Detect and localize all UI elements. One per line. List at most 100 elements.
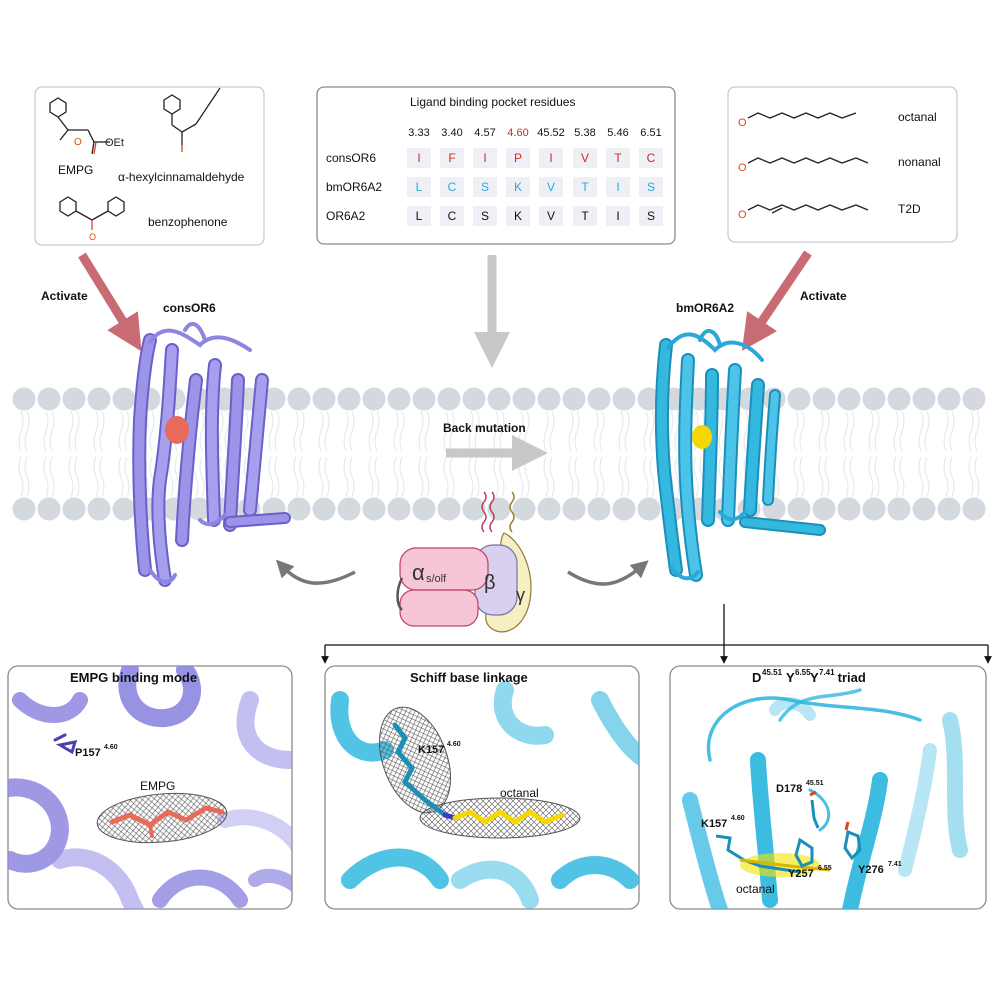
- lipid-tail: [793, 410, 799, 452]
- nonanal-oxygen-label: O: [738, 162, 747, 174]
- lipid-tail: [149, 410, 155, 452]
- pocket-residue-cell: [573, 177, 597, 197]
- pocket-residue-letter: L: [416, 209, 423, 223]
- lipid-tail: [899, 410, 905, 452]
- lipid-tail: [668, 410, 674, 452]
- activate-label-right: Activate: [800, 289, 847, 303]
- octanal-structure: [747, 112, 857, 119]
- panel3-title-rest: triad: [834, 670, 866, 685]
- octanal-oxygen-label: O: [738, 117, 747, 129]
- lipid-head-bottom: [787, 497, 811, 521]
- lipid-tail: [649, 456, 655, 498]
- lipid-tail: [299, 410, 305, 452]
- lipid-head-bottom: [612, 497, 636, 521]
- lipid-head-bottom: [12, 497, 36, 521]
- lipid-tail: [818, 456, 824, 498]
- panel3-title: D 45.51 Y 6.55 Y 7.41 triad: [752, 668, 866, 685]
- lipid-head-bottom: [312, 497, 336, 521]
- lipid-head-bottom: [62, 497, 86, 521]
- lipid-tail: [324, 410, 330, 452]
- lipid-head-top: [912, 387, 936, 411]
- lipid-head-top: [612, 387, 636, 411]
- pocket-residue-cell: [506, 177, 530, 197]
- lipid-tail: [224, 410, 230, 452]
- lipid-tail: [299, 456, 305, 498]
- lipid-head-bottom: [112, 497, 136, 521]
- lipid-tail: [943, 410, 949, 452]
- consor6-structure: [132, 321, 291, 587]
- lipid-tail: [743, 410, 749, 452]
- lipid-tail: [624, 410, 630, 452]
- pocket-residue-letter: S: [647, 209, 655, 223]
- lipid-tail: [643, 456, 649, 498]
- lipid-tail: [824, 410, 830, 452]
- compound-name-hexylcinnamaldehyde: α-hexylcinnamaldehyde: [118, 170, 245, 184]
- lipid-head-top: [512, 387, 536, 411]
- pocket-residue-cell: [539, 148, 563, 168]
- pocket-residue-cell: [506, 148, 530, 168]
- lipid-tail: [349, 456, 355, 498]
- lipid-tail: [424, 410, 430, 452]
- lipid-tail: [418, 456, 424, 498]
- lipid-tail: [399, 456, 405, 498]
- lipid-tail: [693, 456, 699, 498]
- lipid-tail: [493, 410, 499, 452]
- lipid-tail: [624, 456, 630, 498]
- lipid-head-bottom: [512, 497, 536, 521]
- pocket-residue-cell: [440, 177, 464, 197]
- pocket-residue-cell: [440, 206, 464, 226]
- curved-arrow-left: [275, 559, 356, 585]
- lipid-tail: [393, 410, 399, 452]
- lipid-tail: [799, 410, 805, 452]
- lipid-head-top: [87, 387, 111, 411]
- lipid-tail: [949, 456, 955, 498]
- lipid-head-bottom: [37, 497, 61, 521]
- pocket-residue-letter: K: [514, 180, 522, 194]
- panel1-residue-label: P157: [75, 747, 101, 759]
- lipid-tail: [449, 410, 455, 452]
- lipid-head-bottom: [637, 497, 661, 521]
- pocket-residue-letter: C: [448, 209, 457, 223]
- lipid-head-top: [487, 387, 511, 411]
- panel1-title: EMPG binding mode: [70, 670, 197, 685]
- lipid-head-bottom: [537, 497, 561, 521]
- panel3-label-y257: Y257: [788, 868, 814, 880]
- lipid-head-bottom: [562, 497, 586, 521]
- pocket-residue-cell: [407, 206, 431, 226]
- panel2-ligand-label: octanal: [500, 786, 539, 800]
- pocket-position-label: 3.40: [441, 127, 462, 139]
- panel-bracket: [321, 604, 992, 664]
- lipid-head-top: [387, 387, 411, 411]
- lipid-tail: [118, 456, 124, 498]
- pocket-residue-cell: [539, 206, 563, 226]
- lipid-tail: [799, 456, 805, 498]
- lipid-tail: [293, 410, 299, 452]
- lipid-head-bottom: [812, 497, 836, 521]
- lipid-head-top: [262, 387, 286, 411]
- lipid-tail: [843, 456, 849, 498]
- pocket-residue-cell: [606, 148, 630, 168]
- lipid-tail: [349, 410, 355, 452]
- panel1-ligand-label: EMPG: [140, 779, 175, 793]
- lipid-tail: [599, 456, 605, 498]
- compound-name-benzophenone: benzophenone: [148, 215, 228, 229]
- lipid-head-bottom: [962, 497, 986, 521]
- lipid-tail: [893, 410, 899, 452]
- lipid-tail: [574, 456, 580, 498]
- panel-dyy-triad: [669, 665, 987, 910]
- lipid-tail: [924, 456, 930, 498]
- hexylcinnamaldehyde-structure: [163, 87, 221, 152]
- g-alpha-subscript: s/olf: [426, 573, 447, 585]
- lipid-tail: [849, 456, 855, 498]
- pocket-residue-letter: I: [549, 151, 552, 165]
- lipid-tail: [343, 410, 349, 452]
- curved-arrow-right: [567, 560, 649, 586]
- lipid-tail: [218, 456, 224, 498]
- lipid-tail: [199, 410, 205, 452]
- left-ligand-box: O OEt EMPG α-hexylcinnamaldehyde O benzo…: [34, 86, 265, 246]
- lipid-head-top: [937, 387, 961, 411]
- lipid-tail: [893, 456, 899, 498]
- panel3-title-d-sup: 45.51: [762, 668, 783, 677]
- pocket-residue-letter: V: [547, 209, 555, 223]
- lipid-head-bottom: [412, 497, 436, 521]
